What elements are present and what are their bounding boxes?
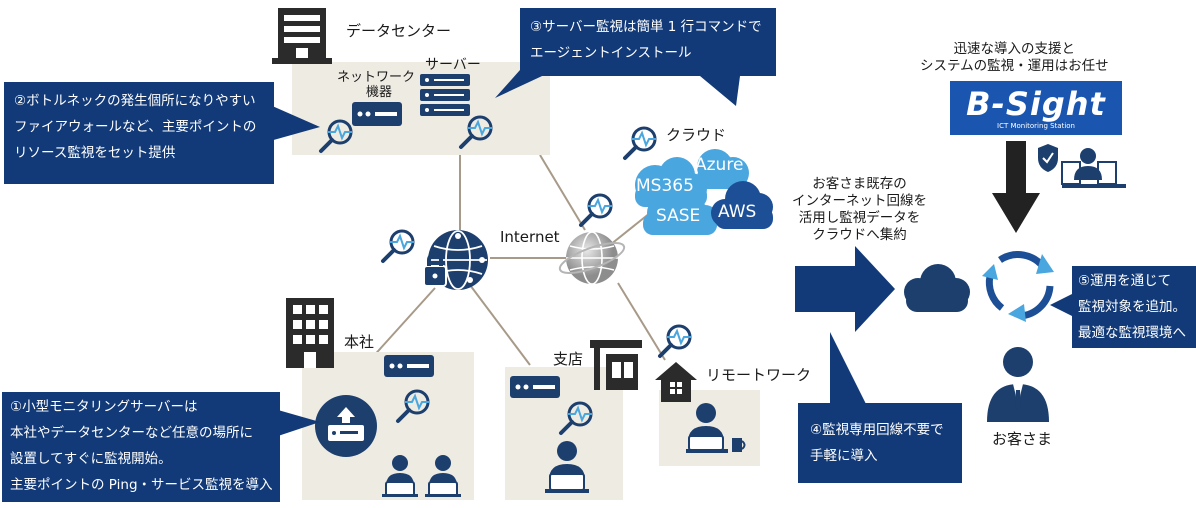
cloud-aws: AWS — [718, 202, 757, 222]
bsight-note-line-2: システムの監視・運用はお任せ — [920, 58, 1109, 74]
callout-5-line-3: 最適な監視環境へ — [1078, 325, 1186, 341]
collect-note-line-2: インターネット回線を — [792, 193, 927, 209]
internet-globe-icon — [558, 231, 626, 285]
person-laptop-icon — [425, 455, 461, 497]
monitoring-magnifier-icon — [319, 119, 353, 153]
network-device-icon — [510, 376, 560, 398]
bsight-logo-subtitle: ICT Monitoring Station — [997, 122, 1075, 130]
cloud-ms365: MS365 — [636, 176, 694, 196]
person-laptop-icon — [382, 455, 418, 497]
collect-note-line-3: 活用し監視データを — [798, 210, 921, 226]
cloud-services-icon — [635, 149, 773, 235]
callout-1-line-3: 設置してすぐに監視開始。 — [10, 451, 172, 467]
callout-3-tail — [495, 70, 555, 98]
bsight-note-line-1: 迅速な導入の支援と — [953, 41, 1076, 57]
cloud-label: クラウド — [666, 126, 727, 144]
cloud-icon — [904, 264, 970, 312]
cycle-icon — [982, 251, 1054, 322]
monitoring-magnifier-icon — [559, 401, 593, 435]
router-globe-icon — [423, 230, 488, 290]
link-router-hq — [369, 287, 436, 361]
link-datacenter-internet — [539, 154, 586, 231]
cloud-azure: Azure — [695, 155, 744, 175]
callout-1-line-4: 主要ポイントの Ping・サービス監視を導入 — [10, 477, 273, 493]
down-arrow-icon — [992, 141, 1040, 233]
internet-label: Internet — [500, 228, 560, 246]
callout-2-tail — [270, 105, 320, 141]
bsight-note: 迅速な導入の支援と システムの監視・運用はお任せ — [920, 41, 1109, 75]
office-building-icon — [286, 298, 334, 368]
monitoring-magnifier-icon — [658, 324, 692, 358]
network-device-label-2: 機器 — [366, 85, 393, 100]
callout-5-line-1: ⑤運用を通じて — [1078, 273, 1172, 289]
callout-1-line-2: 本社やデータセンターなど任意の場所に — [10, 425, 253, 441]
callout-5-tail — [1050, 292, 1076, 318]
branch-label: 支店 — [553, 350, 584, 368]
collect-note-line-1: お客さま既存の — [812, 176, 907, 192]
server-rack-icon — [420, 74, 470, 116]
callout-4-line-2: 手軽に導入 — [810, 448, 878, 464]
customer-label: お客さま — [992, 430, 1053, 448]
monitoring-magnifier-icon — [381, 229, 415, 263]
monitoring-magnifier-icon — [396, 389, 430, 423]
house-icon — [655, 362, 697, 402]
remote-work-label: リモートワーク — [706, 366, 812, 384]
callout-5-line-2: 監視対象を追加。 — [1078, 299, 1186, 315]
bsight-logo-text: B-Sight — [966, 85, 1106, 123]
collect-note: お客さま既存の インターネット回線を 活用し監視データを クラウドへ集約 — [792, 176, 927, 244]
cloud-sase: SASE — [656, 206, 701, 226]
network-device-label-1: ネットワーク — [337, 70, 416, 85]
callout-3-line-2: エージェントインストール — [530, 45, 692, 61]
callout-continuous-improvement: ⑤運用を通じて 監視対象を追加。 最適な監視環境へ — [1072, 266, 1196, 348]
server-label: サーバー — [425, 57, 481, 73]
shop-icon — [590, 340, 642, 390]
bsight-logo: B-Sight ICT Monitoring Station — [950, 81, 1122, 135]
network-device-icon — [352, 102, 402, 126]
callout-3-line-1: ③サーバー監視は簡単 1 行コマンドで — [530, 19, 762, 35]
callout-4-line-1: ④監視専用回線不要で — [810, 422, 944, 438]
callout-1-line-1: ①小型モニタリングサーバーは — [10, 399, 198, 415]
callout-2-line-3: リソース監視をセット提供 — [14, 145, 176, 161]
callout-2-line-2: ファイアウォールなど、主要ポイントの — [14, 119, 257, 135]
callout-3-tail-lower — [700, 76, 740, 106]
collect-note-line-4: クラウドへ集約 — [812, 227, 907, 243]
callout-no-dedicated-line: ④監視専用回線不要で 手軽に導入 — [798, 403, 962, 483]
person-laptop-icon — [686, 403, 746, 453]
callout-2-line-1: ②ボトルネックの発生個所になりやすい — [14, 93, 256, 109]
customer-icon — [987, 347, 1049, 422]
operator-monitor-icon — [1038, 144, 1126, 188]
monitoring-server-icon — [315, 395, 377, 457]
monitoring-magnifier-icon — [579, 193, 613, 227]
monitoring-magnifier-icon — [623, 126, 657, 160]
callout-server-install: ③サーバー監視は簡単 1 行コマンドで エージェントインストール — [520, 8, 776, 76]
person-laptop-icon — [545, 441, 589, 493]
building-icon — [272, 8, 332, 64]
data-flow-arrow-icon — [795, 246, 895, 332]
callout-bottleneck: ②ボトルネックの発生個所になりやすい ファイアウォールなど、主要ポイントの リソ… — [4, 82, 274, 184]
monitoring-magnifier-icon — [459, 115, 493, 149]
headquarters-label: 本社 — [344, 333, 375, 351]
callout-small-server: ①小型モニタリングサーバーは 本社やデータセンターなど任意の場所に 設置してすぐ… — [2, 392, 280, 502]
link-internet-remote — [617, 282, 666, 361]
callout-1-tail — [278, 410, 320, 436]
network-device-icon — [384, 355, 434, 377]
callout-4-tail — [830, 332, 866, 404]
link-router-branch — [469, 284, 531, 366]
datacenter-label: データセンター — [346, 22, 452, 40]
